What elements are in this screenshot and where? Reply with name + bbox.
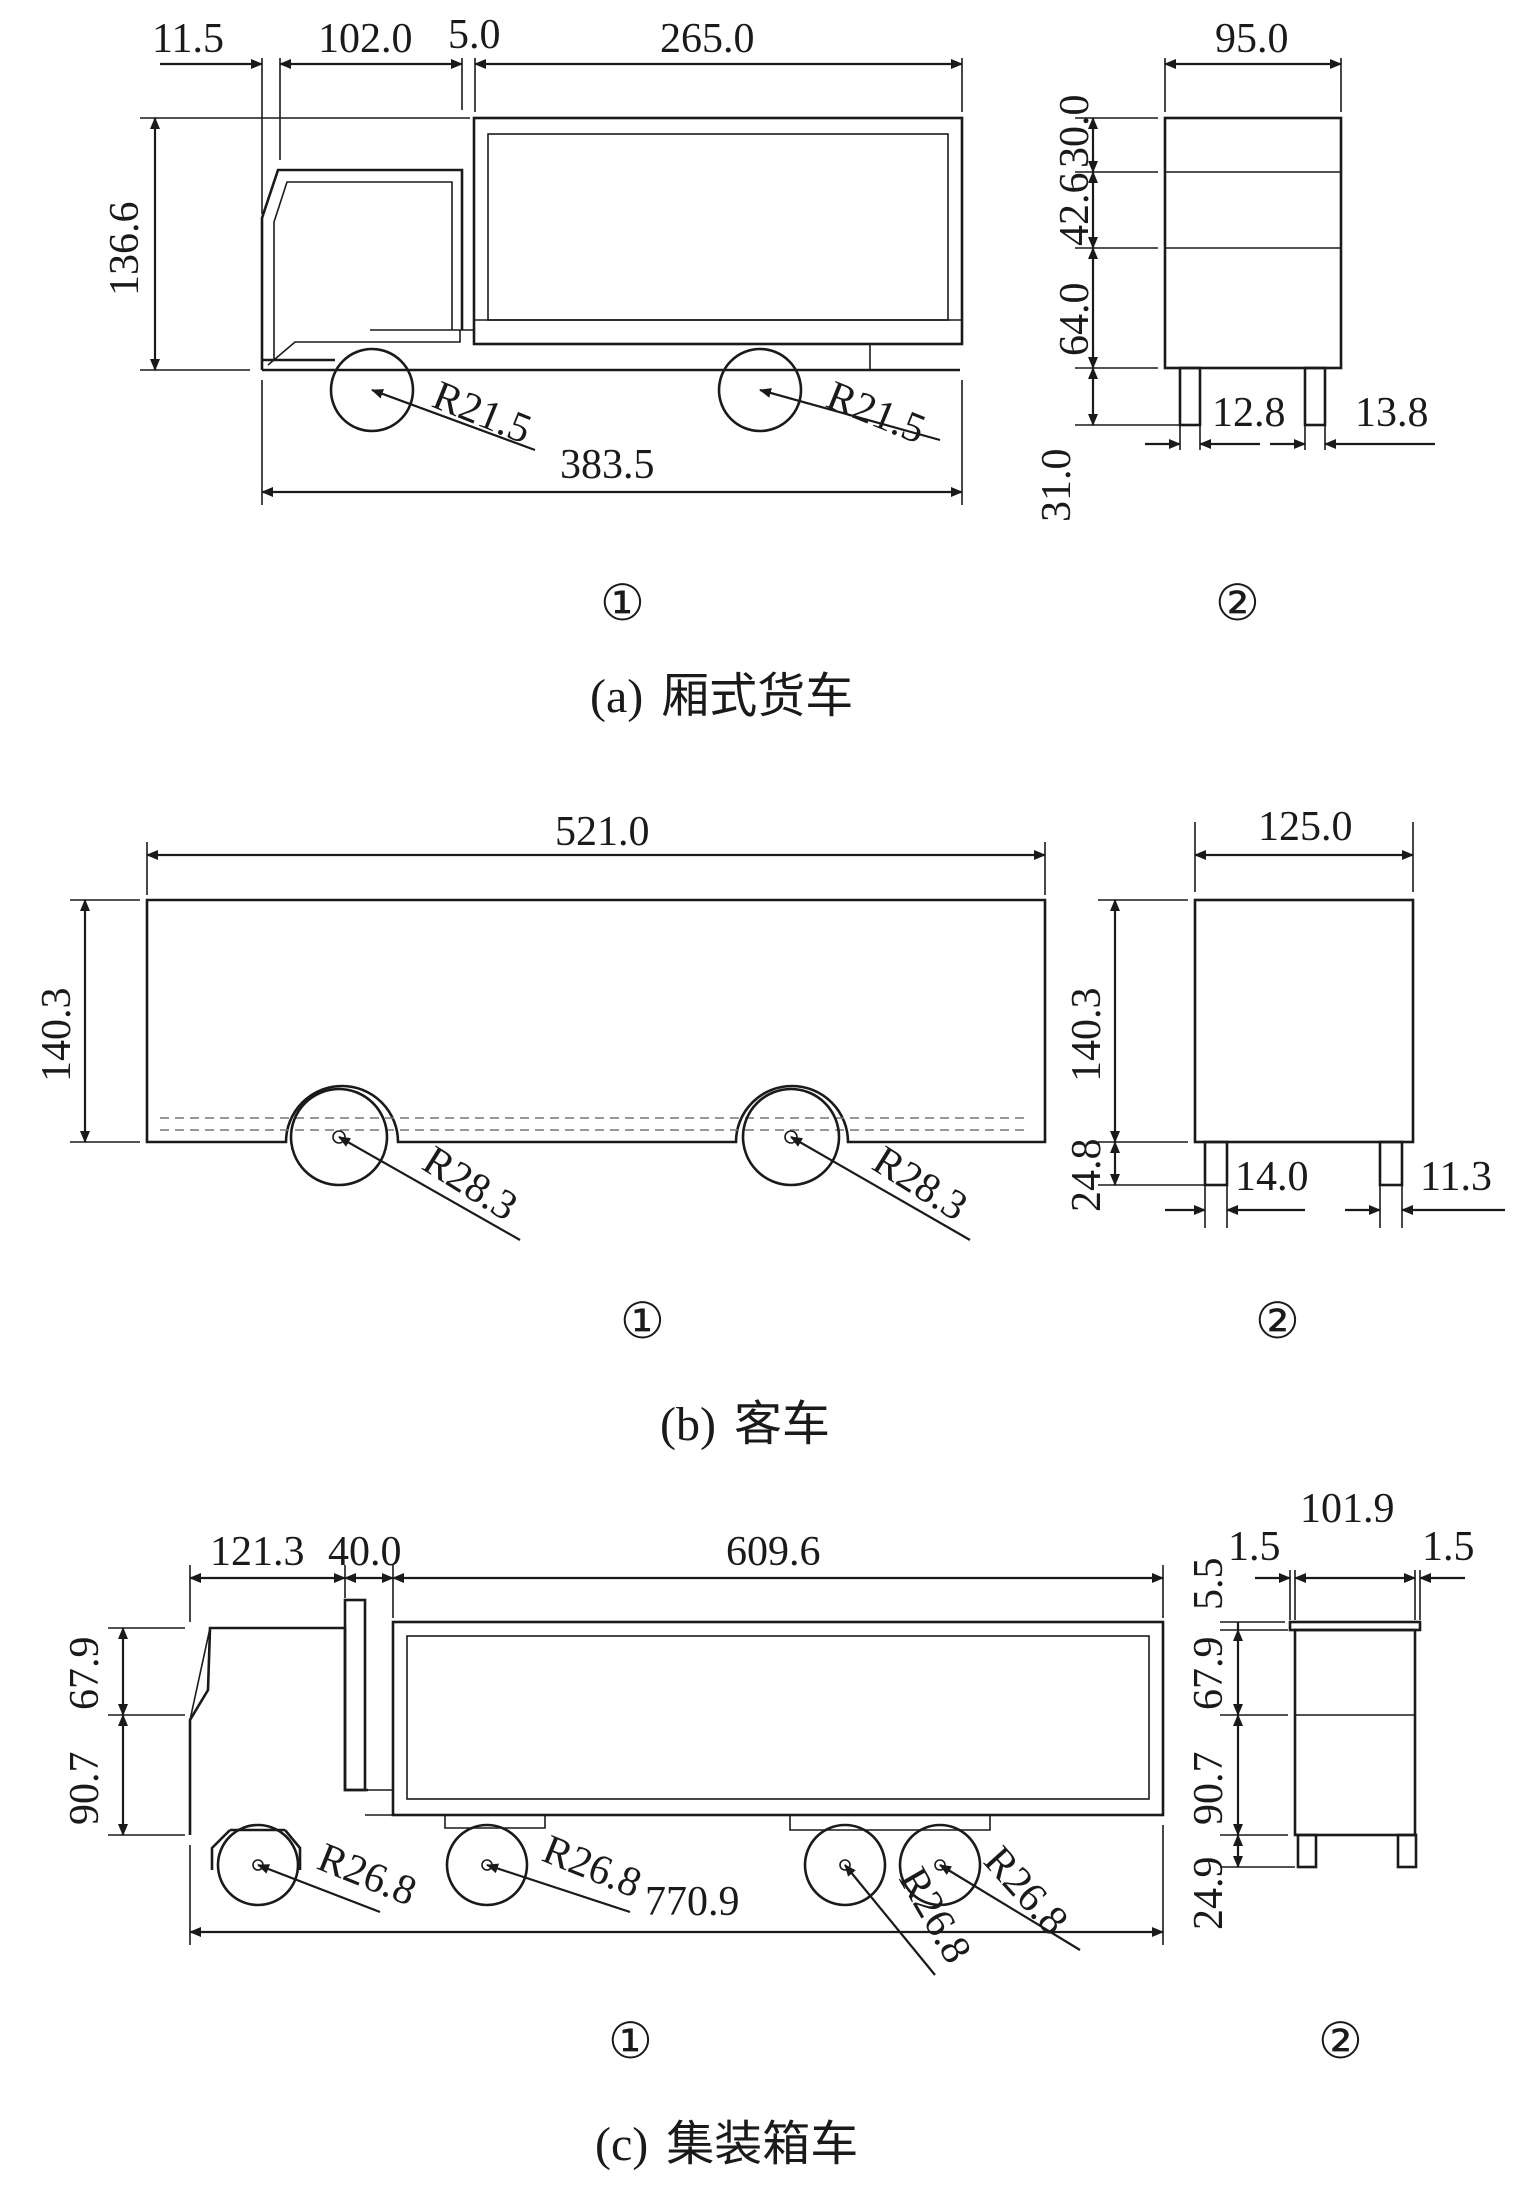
dim-a-width: 95.0 (1215, 16, 1289, 62)
box-truck-front-view (1075, 58, 1435, 450)
dim-c-gap: 40.0 (328, 1529, 402, 1575)
panel-c-front-view-label: ② (1318, 2013, 1363, 2069)
dim-b-wheel-width-left: 14.0 (1235, 1154, 1309, 1200)
dim-b-wheel-radius-front: R28.3 (415, 1137, 525, 1230)
dim-a-front-h3: 64.0 (1052, 283, 1098, 357)
container-truck-front-view (1220, 1570, 1465, 1869)
dim-c-front-h2: 90.7 (1186, 1752, 1232, 1826)
dim-a-cab: 102.0 (318, 16, 413, 62)
container-truck-dimension-lines (108, 1565, 1164, 1976)
box-truck-front-wheel (329, 347, 415, 433)
dim-a-height: 136.6 (102, 202, 148, 297)
panel-b-front-view-label: ② (1255, 1293, 1300, 1349)
dim-a-gap: 5.0 (448, 12, 501, 58)
bus-front-view (1098, 822, 1505, 1228)
box-truck-front-wheel-right (1303, 366, 1327, 427)
panel-b-caption: (b) 客车 (660, 1396, 830, 1452)
container-truck-front-wheel-right (1396, 1833, 1418, 1869)
dim-a-box: 265.0 (660, 16, 755, 62)
dim-b-height-front: 140.3 (1064, 988, 1110, 1083)
dim-b-height-side: 140.3 (34, 988, 80, 1083)
dim-a-front-h1: 30.0 (1052, 95, 1098, 169)
dim-b-wheel-width-right: 11.3 (1420, 1154, 1492, 1200)
dim-c-side-h1: 67.9 (62, 1637, 108, 1711)
panel-a: 11.5 102.0 5.0 265.0 136.6 R21.5 R21.5 3… (102, 12, 1435, 724)
panel-a-front-view-label: ② (1215, 575, 1260, 631)
dim-a-bumper: 11.5 (152, 16, 224, 62)
dim-a-wheel-radius-rear: R21.5 (820, 373, 931, 454)
dim-c-cab: 121.3 (210, 1529, 305, 1575)
dim-c-total-length: 770.9 (645, 1879, 740, 1925)
dim-b-length: 521.0 (555, 809, 650, 855)
container-truck-wheel-4 (898, 1823, 982, 1907)
dim-a-wheel-radius-front: R21.5 (426, 373, 537, 454)
box-truck-rear-wheel (717, 347, 803, 433)
bus-side-view (145, 898, 1047, 1187)
dim-a-front-h2: 42.6 (1052, 173, 1098, 247)
panel-b-side-view-label: ① (620, 1293, 665, 1349)
panel-a-side-view-label: ① (600, 575, 645, 631)
panel-c: 121.3 40.0 609.6 67.9 90.7 R26.8 R26.8 R… (62, 1486, 1475, 2172)
dim-c-wheel-radius-4: R26.8 (975, 1838, 1077, 1944)
dim-a-wheel-width-right: 13.8 (1355, 390, 1429, 436)
box-truck-side-view (260, 116, 964, 433)
dim-c-front-side-left: 1.5 (1228, 1524, 1281, 1570)
dim-c-wheel-radius-3: R26.8 (889, 1860, 980, 1971)
container-truck-front-wheel-left (1296, 1833, 1318, 1869)
dim-b-width: 125.0 (1258, 804, 1353, 850)
box-truck-dimension-lines (140, 58, 963, 505)
dim-c-wheel-radius-2: R26.8 (536, 1827, 647, 1908)
bus-front-wheel-right (1378, 1140, 1404, 1187)
panel-c-caption: (c) 集装箱车 (595, 2116, 858, 2172)
dim-c-front-side-right: 1.5 (1422, 1524, 1475, 1570)
dim-a-wheel-width-left: 12.8 (1212, 390, 1286, 436)
container-truck-wheel-3 (803, 1823, 887, 1907)
dim-c-container: 609.6 (726, 1529, 821, 1575)
dim-c-front-h0: 5.5 (1186, 1558, 1232, 1611)
dim-c-side-h2: 90.7 (62, 1752, 108, 1826)
dim-c-wheel-radius-1: R26.8 (311, 1835, 422, 1916)
bus-rear-wheel (741, 1087, 841, 1187)
bus-front-wheel (289, 1087, 389, 1187)
dim-a-total-length: 383.5 (560, 442, 655, 488)
container-truck-side-view (188, 1598, 1165, 1907)
dim-b-wheel-radius-rear: R28.3 (865, 1137, 975, 1230)
dim-a-clearance: 31.0 (1034, 449, 1080, 523)
panel-c-side-view-label: ① (608, 2013, 653, 2069)
bus-front-wheel-left (1203, 1140, 1229, 1187)
dim-c-width: 101.9 (1300, 1486, 1395, 1532)
box-truck-front-wheel-left (1178, 366, 1202, 427)
container-truck-wheel-2 (445, 1823, 529, 1907)
panel-b: 521.0 140.3 R28.3 R28.3 125.0 140.3 (34, 804, 1505, 1452)
dim-c-clearance: 24.9 (1186, 1857, 1232, 1931)
panel-a-caption: (a) 厢式货车 (590, 668, 853, 724)
dim-c-front-h1: 67.9 (1186, 1637, 1232, 1711)
bus-dimension-lines (70, 842, 1046, 1241)
container-truck-wheel-1 (216, 1823, 300, 1907)
dim-b-clearance: 24.8 (1064, 1139, 1110, 1213)
